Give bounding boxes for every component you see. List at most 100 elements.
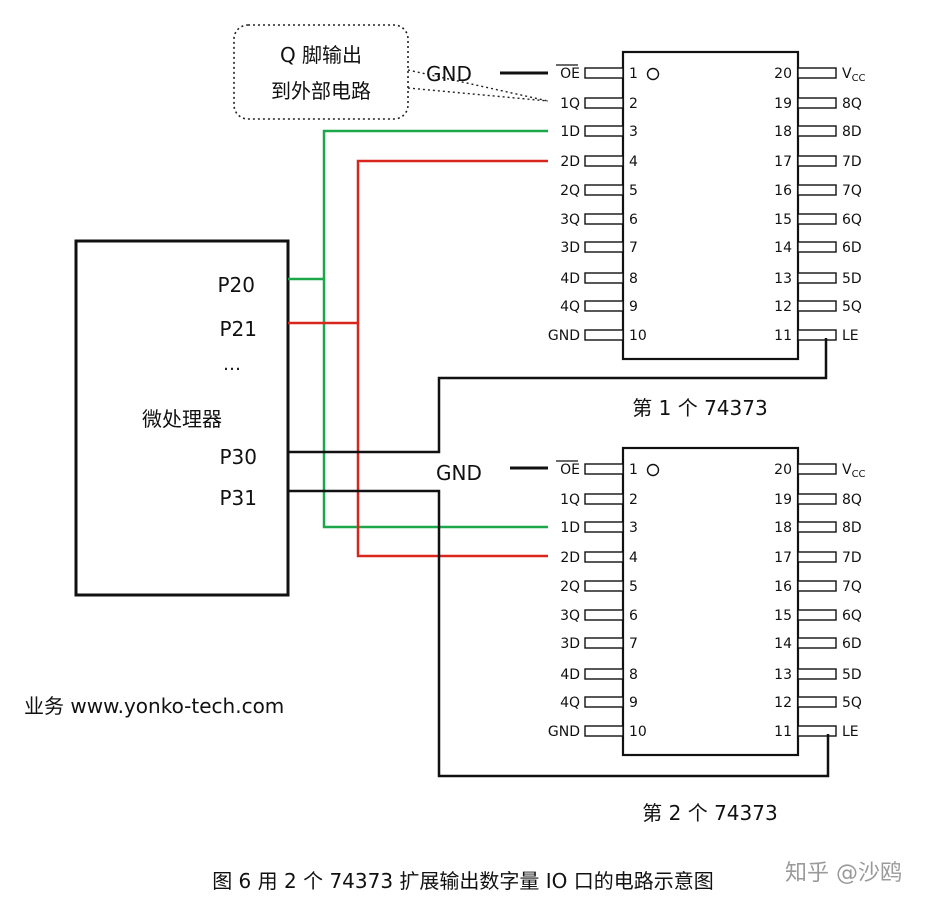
pin-stub [584,97,624,109]
callout-bubble: Q 脚输出 到外部电路 [233,24,549,120]
pin-number: 4 [629,154,638,170]
pin-number: 6 [629,212,638,228]
figure-caption: 图 6 用 2 个 74373 扩展输出数字量 IO 口的电路示意图 [212,869,714,893]
pin-label: LE [842,724,859,740]
pin-stub [584,125,624,137]
pin-number: 18 [774,520,792,536]
wire-p20-1d [322,129,548,529]
mcu-pin-p30: P30 [219,445,257,469]
pin-number: 17 [774,154,792,170]
mcu-pin-p20: P20 [217,273,255,297]
pin-label: 5D [842,271,862,287]
pin-stub [797,725,837,737]
chip-body [621,446,800,757]
pin-number: 20 [774,66,792,82]
pin-number: 1 [629,66,638,82]
mcu-label: 微处理器 [142,407,222,431]
pin-stub [797,241,837,253]
pin-label: 5Q [842,695,862,711]
pin-number: 14 [774,636,792,652]
pin-label: 7D [842,550,862,566]
watermark-text: 知乎 @沙鸥 [785,861,902,886]
pin-label: 2Q [560,183,580,199]
pin-stub [797,696,837,708]
pin-stub [584,300,624,312]
pin-stub [584,493,624,505]
pin1-marker [646,463,660,477]
pin-stub [584,155,624,167]
pin-number: 10 [629,724,647,740]
pin-stub [797,213,837,225]
pin-label: 1Q [560,492,580,508]
pin-label: LE [842,328,859,344]
pin-label: 2Q [560,579,580,595]
gnd-label-1: GND [426,62,472,86]
wire-p21-2d [356,159,548,558]
wire-p31-le2 [288,489,830,778]
pin-label: 3Q [560,212,580,228]
pin-stub [584,241,624,253]
pin-number: 17 [774,550,792,566]
pin-label: 3D [560,240,580,256]
pin-stub [797,580,837,592]
pin-number: 18 [774,124,792,140]
pin-label: 7Q [842,183,862,199]
pin-number: 13 [774,271,792,287]
pin-number: 5 [629,579,638,595]
pin-stub [797,97,837,109]
pin-label: 8D [842,520,862,536]
pin-stub [584,580,624,592]
pin-stub [797,493,837,505]
pin-label: 6Q [842,608,862,624]
pin-label: 4Q [560,695,580,711]
pin-label: 3D [560,636,580,652]
pin-number: 2 [629,96,638,112]
pin-stub [584,213,624,225]
pin-stub [797,463,837,475]
chip-body [621,50,800,361]
pin1-marker [646,67,660,81]
pin-number: 11 [774,724,792,740]
pin-label: 5Q [842,299,862,315]
pin-label: OE [560,66,580,82]
wire-p30-le1 [288,338,828,454]
pin-stub [797,67,837,79]
pin-number: 10 [629,328,647,344]
pin-number: 4 [629,550,638,566]
pin-stub [584,637,624,649]
pin-label: 6D [842,240,862,256]
pin-stub [797,521,837,533]
pin-number: 5 [629,183,638,199]
pin-number: 11 [774,328,792,344]
pin-number: 1 [629,462,638,478]
pin-stub [584,551,624,563]
pin-stub [584,329,624,341]
pin-label: 2D [560,550,580,566]
mcu-block: P20 P21 … 微处理器 P30 P31 [74,239,290,597]
pin-number: 8 [629,667,638,683]
pin-number: 20 [774,462,792,478]
pin-label: 7Q [842,579,862,595]
pin-number: 14 [774,240,792,256]
pin-stub [584,272,624,284]
pin-label: 8D [842,124,862,140]
pin-number: 8 [629,271,638,287]
pin-number: 16 [774,579,792,595]
website-text: 业务 www.yonko-tech.com [24,694,284,718]
pin-stub [797,272,837,284]
pin-label-sub: CC [852,469,866,480]
pin-stub [584,521,624,533]
callout-line2: 到外部电路 [271,79,371,103]
chip1-label: 第 1 个 74373 [632,396,767,420]
pin-stub [797,329,837,341]
pin-number: 3 [629,124,638,140]
gnd-label-2: GND [436,461,482,485]
pin-label: 5D [842,667,862,683]
pin-label: GND [548,328,580,344]
pin-label: 8Q [842,492,862,508]
callout-line1: Q 脚输出 [280,43,362,67]
pin-label: VCC [842,462,866,480]
pin-label: 2D [560,154,580,170]
pin-label: OE [560,462,580,478]
